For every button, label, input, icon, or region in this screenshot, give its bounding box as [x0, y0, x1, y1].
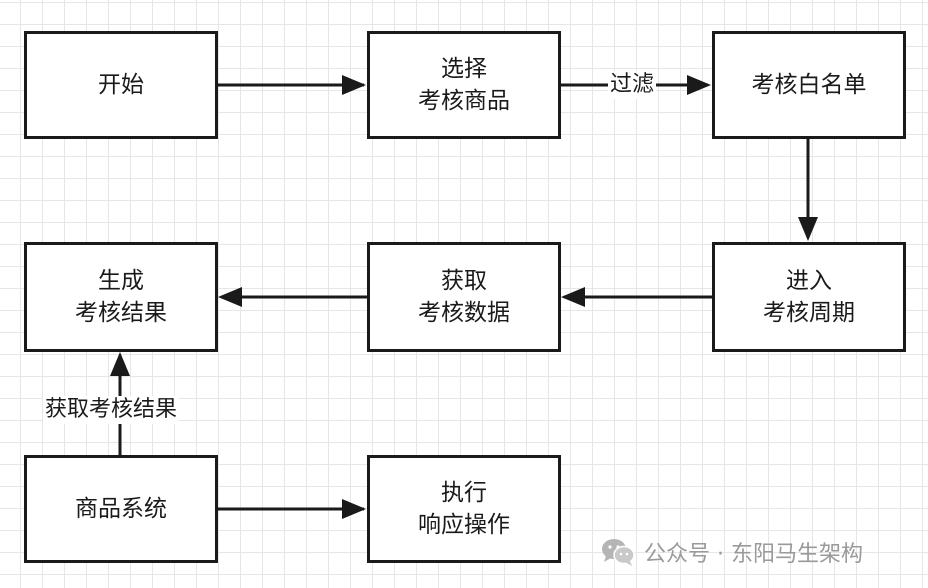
node-label-line: 响应操作: [418, 512, 510, 538]
node-select-products: 选择考核商品: [367, 31, 561, 139]
node-generate-result: 生成考核结果: [24, 242, 218, 352]
node-label-line: 执行: [441, 480, 487, 506]
node-label-line: 获取: [441, 268, 487, 294]
arrowhead-system-to-result: [110, 352, 130, 376]
node-label-line: 考核周期: [763, 300, 855, 326]
node-label-line: 考核商品: [418, 88, 510, 114]
edge-label-get-result: 获取考核结果: [43, 396, 180, 424]
arrowhead-start-to-select: [342, 75, 366, 95]
arrowhead-select-to-whitelist: [687, 75, 711, 95]
node-label-line: 进入: [786, 268, 832, 294]
node-get-data: 获取考核数据: [367, 242, 561, 352]
node-execute-response: 执行响应操作: [367, 455, 561, 563]
watermark: 公众号 · 东阳马生架构: [600, 535, 863, 569]
node-label-line: 考核结果: [75, 300, 167, 326]
node-whitelist: 考核白名单: [712, 31, 906, 139]
node-label-line: 考核白名单: [751, 72, 867, 98]
node-product-system: 商品系统: [24, 455, 218, 563]
arrowhead-period-to-data: [561, 287, 585, 307]
node-label-line: 生成: [98, 268, 144, 294]
wechat-icon: [602, 539, 635, 566]
arrowhead-system-to-execute: [342, 499, 366, 519]
edge-label-filter: 过滤: [608, 71, 657, 99]
node-label-line: 考核数据: [418, 300, 510, 326]
node-start: 开始: [24, 31, 218, 139]
arrowhead-whitelist-to-period: [798, 217, 818, 241]
watermark-text: 公众号 · 东阳马生架构: [644, 542, 863, 567]
node-enter-period: 进入考核周期: [712, 242, 906, 352]
node-label-line: 商品系统: [75, 496, 167, 522]
node-label-line: 开始: [98, 72, 144, 98]
node-label-line: 选择: [441, 56, 487, 82]
arrowhead-data-to-result: [218, 287, 242, 307]
